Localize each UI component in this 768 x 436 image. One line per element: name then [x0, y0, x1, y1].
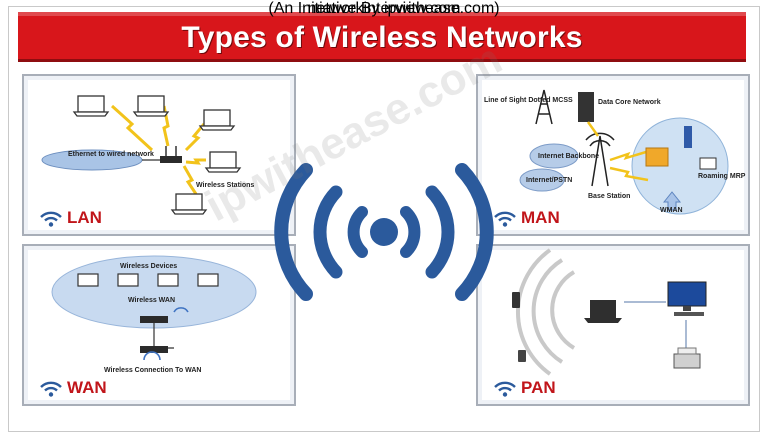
wireless-wan-label: Wireless WAN	[128, 297, 175, 304]
pan-label: PAN	[492, 378, 556, 398]
lan-router	[160, 156, 182, 163]
laptop-icon	[72, 95, 242, 215]
internet-pstn-cloud	[519, 168, 565, 192]
wman-label: WMAN	[660, 207, 683, 214]
footer-subtitle: (An Initiative By ipwithease.com)	[268, 0, 500, 17]
device-icon	[77, 273, 219, 287]
connection-router-icon	[140, 346, 168, 353]
wman-circle	[631, 117, 729, 215]
arrow-up-icon	[662, 191, 682, 211]
wifi-icon	[494, 381, 516, 397]
man-diagram: Line of Sight Dotted MCSS Data Core Netw…	[484, 89, 746, 215]
wifi-icon	[40, 211, 62, 227]
data-core-label: Data Core Network	[598, 99, 661, 106]
monitor-icon	[667, 281, 707, 307]
wireless-devices-label: Wireless Devices	[120, 263, 177, 270]
wan-panel: Wireless Devices Wireless WAN Wireless C…	[22, 244, 296, 406]
wan-label: WAN	[38, 378, 107, 398]
server-icon	[578, 92, 594, 122]
footer-site[interactable]: networkinterview.com	[307, 0, 461, 17]
base-station-icon	[585, 132, 615, 187]
wireless-connection-label: Wireless Connection To WAN	[104, 367, 201, 374]
man-label: MAN	[492, 208, 560, 228]
printer-icon	[673, 353, 701, 369]
internet-backbone-cloud	[529, 143, 579, 169]
phone-icon-2	[518, 350, 526, 362]
computer-icon	[699, 157, 717, 170]
lan-label: LAN	[38, 208, 102, 228]
line-of-sight-label: Line of Sight Dotted MCSS	[484, 97, 573, 104]
lan-diagram: Ethernet to wired network Wireless Stati…	[41, 95, 254, 215]
base-station-label: Base Station	[588, 193, 630, 200]
internet-pstn-label: Internet/PSTN	[526, 177, 572, 184]
title-banner: Types of Wireless Networks	[18, 12, 746, 62]
internet-backbone-label: Internet Backbone	[538, 153, 599, 160]
lan-panel: Ethernet to wired network Wireless Stati…	[22, 74, 296, 236]
laptop-icon	[584, 300, 622, 323]
tower-small-icon	[684, 126, 692, 148]
signal-arcs	[515, 248, 576, 376]
wireless-stations-label: Wireless Stations	[196, 182, 254, 189]
keyboard-icon	[674, 312, 704, 316]
building-icon	[645, 147, 669, 167]
central-wifi-signal-icon	[274, 163, 494, 301]
pan-diagram	[512, 248, 707, 376]
wan-router-icon	[140, 316, 168, 323]
ethernet-label: Ethernet to wired network	[68, 151, 154, 158]
wifi-icon	[494, 211, 516, 227]
tower-icon	[535, 89, 553, 125]
page-title: Types of Wireless Networks	[181, 20, 583, 54]
phone-icon	[512, 292, 520, 308]
man-panel: Line of Sight Dotted MCSS Data Core Netw…	[476, 74, 750, 236]
roaming-label: Roaming MRP	[698, 173, 746, 180]
wifi-icon	[40, 381, 62, 397]
pan-panel: PAN	[476, 244, 750, 406]
wan-diagram: Wireless Devices Wireless WAN Wireless C…	[51, 255, 257, 374]
